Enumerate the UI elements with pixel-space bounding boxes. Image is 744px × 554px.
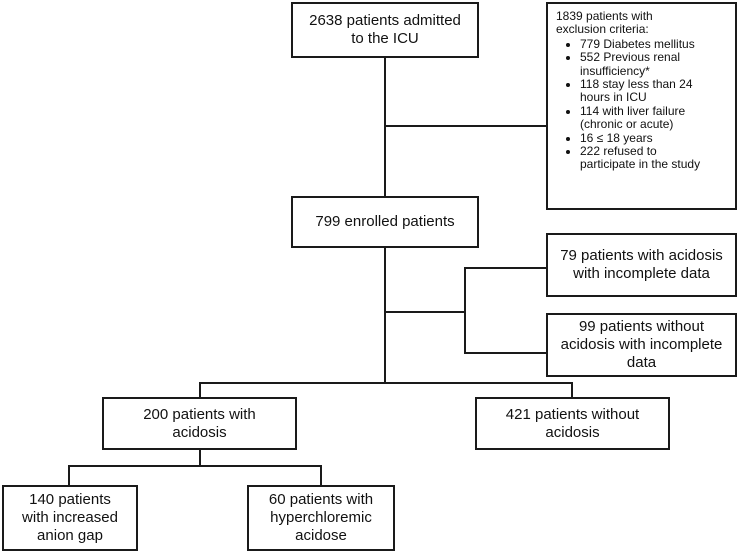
exclusion-item-text: participate in the study	[580, 157, 701, 172]
hyperchloremic-line-2: hyperchloremic	[270, 509, 372, 526]
no-acidosis-incomplete-line-1: 99 patients without	[578, 318, 705, 335]
admitted-line-1: 2638 patients admitted	[309, 12, 461, 29]
acidosis-line-1: 200 patients with	[143, 405, 256, 423]
exclusion-item-text: 222 refused to	[580, 144, 657, 159]
acidosis-line-2: acidosis	[172, 423, 227, 441]
exclusion-item-text: 118 stay less than 24	[580, 77, 693, 92]
hyperchloremic-line-1: 60 patients with	[268, 491, 374, 508]
exclusion-item-age: 16 ≤ 18 years	[580, 130, 700, 145]
enrolled-line-1: 799 enrolled patients	[315, 213, 455, 230]
exclusion-item-text: insufficiency*	[580, 63, 650, 78]
exclusion-item-refused: 222 refused to participate in the study	[580, 144, 701, 172]
exclusion-item-text: 114 with liver failure	[580, 103, 686, 118]
no-acidosis-incomplete-line-3: data	[626, 354, 657, 371]
acidosis-incomplete-box: 79 patients with acidosis with incomplet…	[546, 233, 737, 297]
no-acidosis-line-2: acidosis	[545, 423, 600, 441]
enrolled-patients-box: 799 enrolled patients	[291, 196, 479, 248]
admitted-line-2: to the ICU	[351, 30, 419, 47]
exclusion-item-text: hours in ICU	[580, 90, 647, 105]
exclusion-item-text: (chronic or acute)	[580, 117, 674, 132]
hyperchloremic-box: 60 patients with hyperchloremic acidose	[247, 485, 395, 551]
no-acidosis-patients-box: 421 patients without acidosis	[475, 397, 670, 450]
exclusion-criteria-list: 779 Diabetes mellitus 552 Previous renal…	[556, 36, 701, 172]
exclusion-item-text: 552 Previous renal	[580, 50, 681, 65]
acidosis-patients-box: 200 patients with acidosis	[102, 397, 297, 450]
no-acidosis-incomplete-box: 99 patients without acidosis with incomp…	[546, 313, 737, 377]
anion-gap-line-1: 140 patients	[29, 491, 111, 508]
exclusion-item-text: 16 ≤ 18 years	[580, 130, 653, 145]
anion-gap-line-3: anion gap	[37, 527, 103, 544]
anion-gap-box: 140 patients with increased anion gap	[2, 485, 138, 551]
admitted-patients-box: 2638 patients admitted to the ICU	[291, 2, 479, 58]
no-acidosis-incomplete-line-2: acidosis with incomplete	[560, 336, 723, 353]
exclusion-title-line-2: exclusion criteria:	[556, 22, 649, 37]
exclusion-item-stay: 118 stay less than 24 hours in ICU	[580, 77, 700, 105]
acidosis-incomplete-line-2: with incomplete data	[573, 265, 710, 282]
hyperchloremic-line-3: acidose	[295, 527, 347, 544]
exclusion-item-diabetes: 779 Diabetes mellitus	[580, 36, 700, 51]
acidosis-incomplete-line-1: 79 patients with acidosis	[560, 247, 723, 264]
exclusion-item-renal: 552 Previous renal insufficiency*	[580, 50, 700, 78]
exclusion-item-text: 779 Diabetes mellitus	[580, 36, 695, 51]
anion-gap-line-2: with increased	[22, 509, 118, 526]
no-acidosis-line-1: 421 patients without	[505, 405, 640, 423]
exclusion-criteria-box: 1839 patients with exclusion criteria: 7…	[546, 2, 737, 210]
exclusion-title-line-1: 1839 patients with	[556, 9, 653, 23]
exclusion-item-liver: 114 with liver failure (chronic or acute…	[580, 103, 700, 132]
